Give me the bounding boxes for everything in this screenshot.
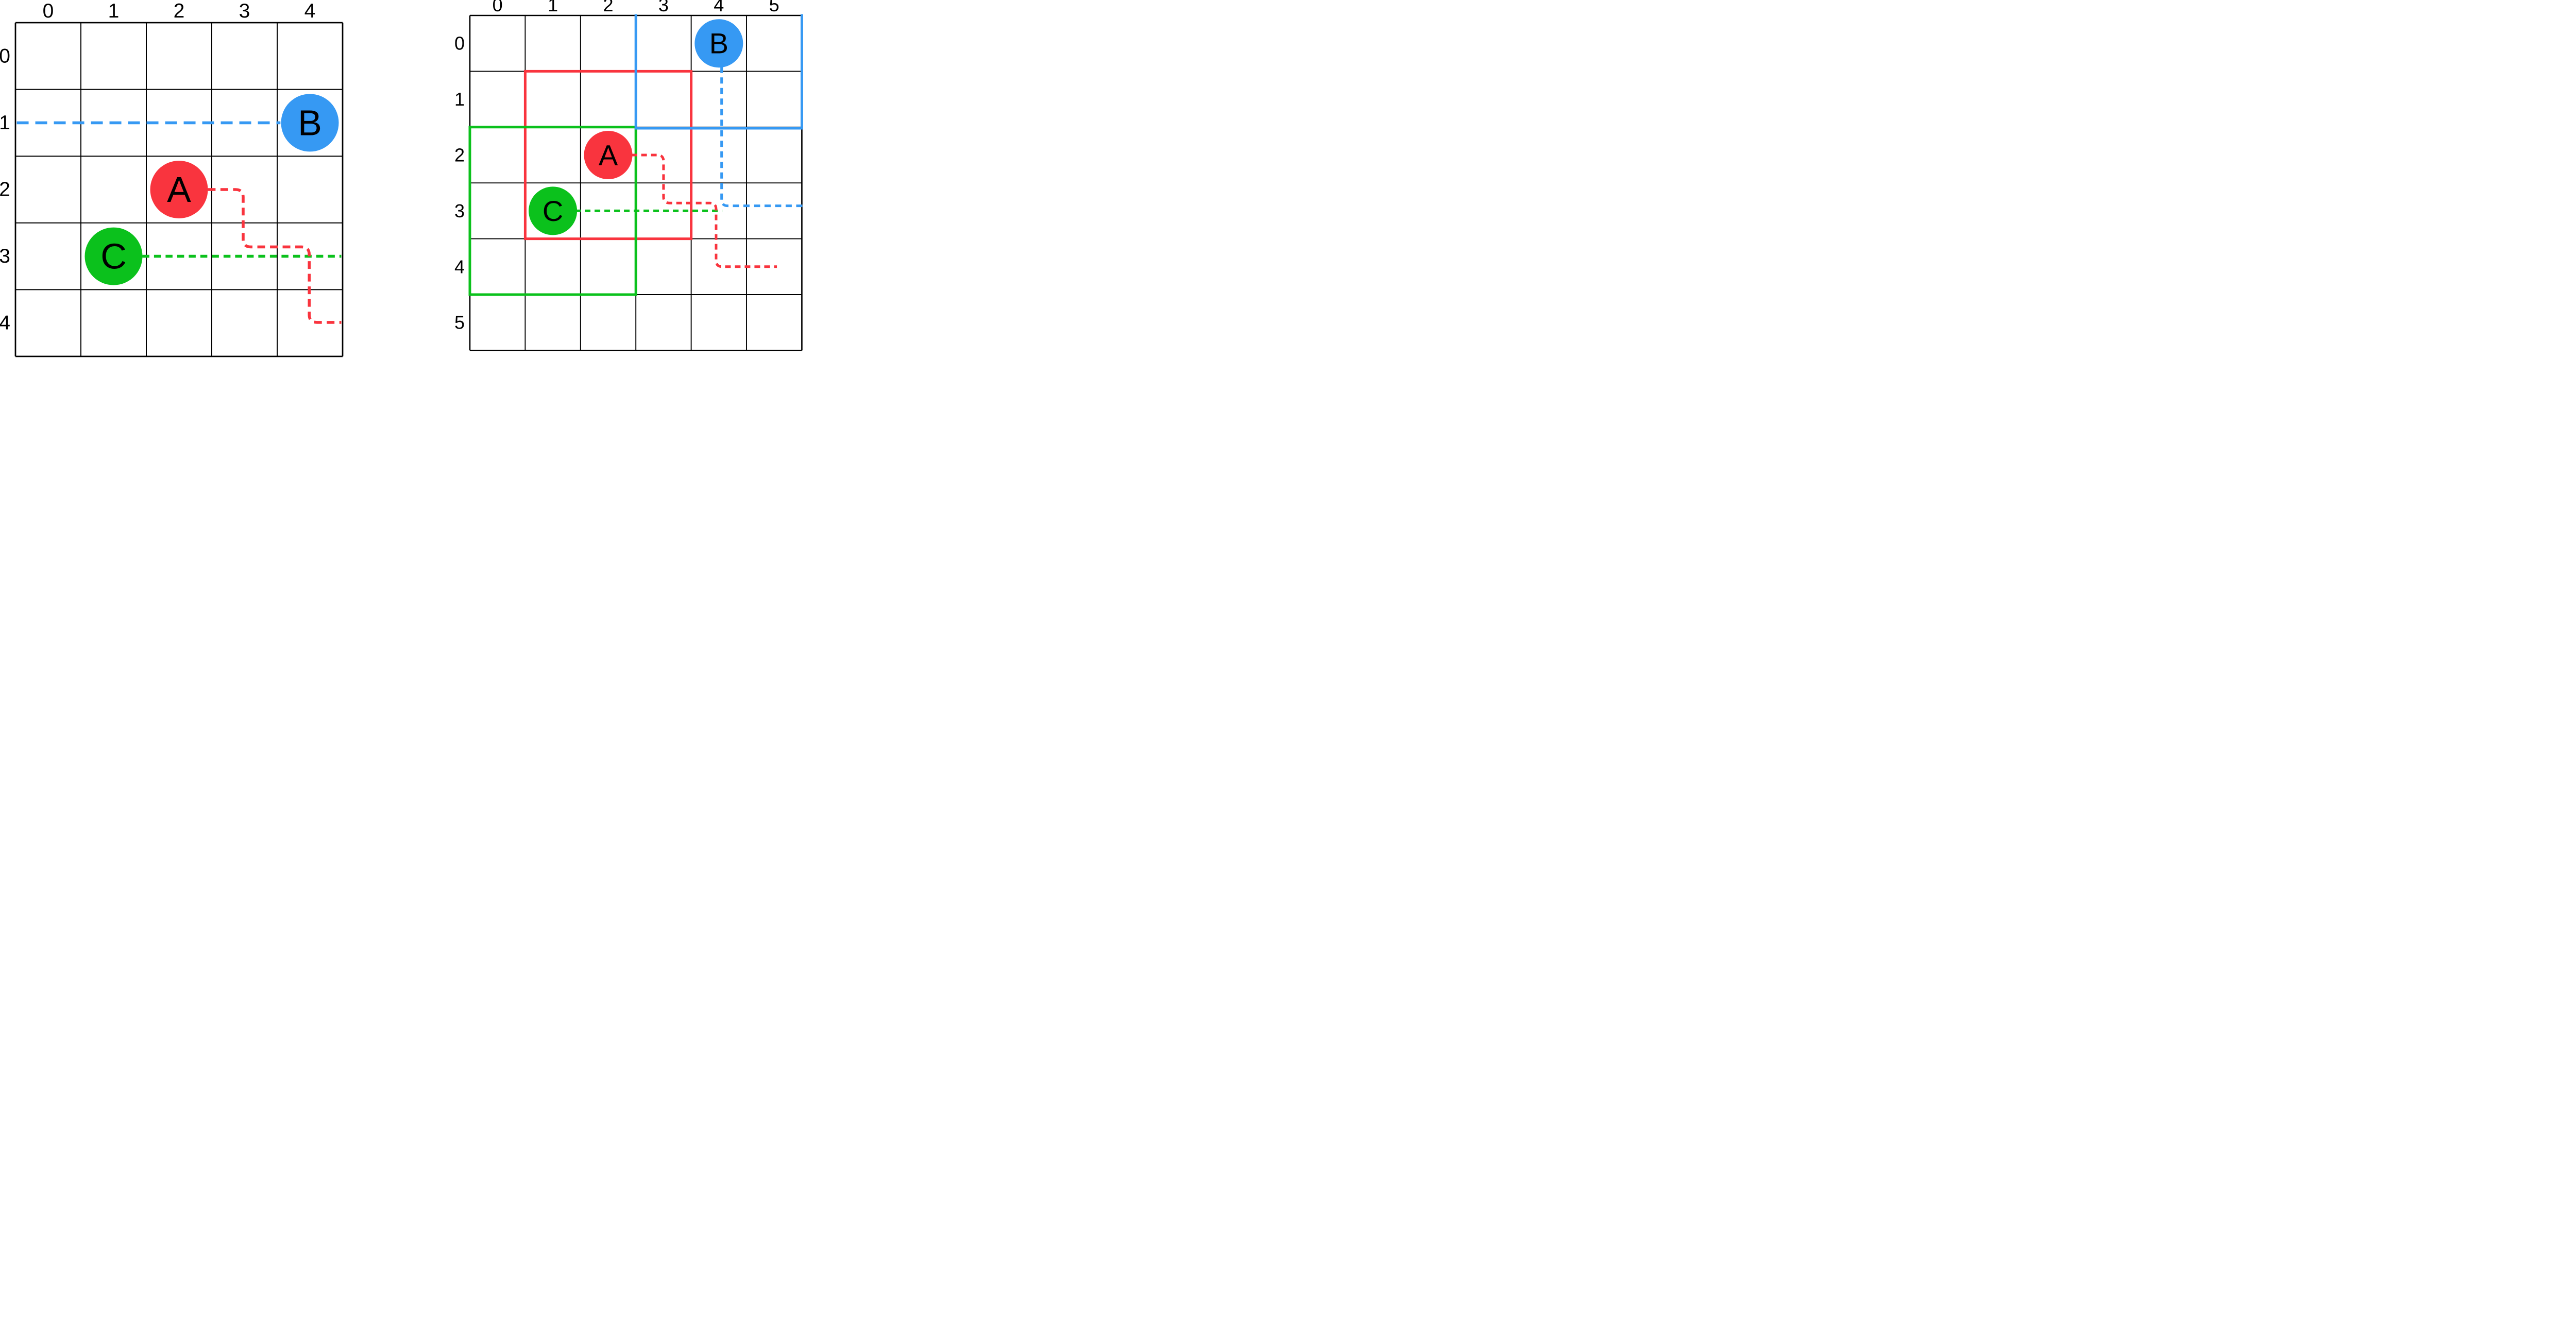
- row-label-4: 4: [454, 256, 465, 277]
- agent-label-a: A: [599, 139, 618, 172]
- column-label-4: 4: [304, 0, 316, 22]
- path-a: [631, 153, 777, 268]
- column-label-5: 5: [769, 0, 779, 15]
- agent-label-a: A: [167, 169, 191, 210]
- agent-label-c: C: [100, 236, 127, 277]
- column-label-2: 2: [174, 0, 185, 22]
- bounding-boxes: [468, 14, 803, 296]
- agent-paths: [575, 66, 806, 268]
- column-label-0: 0: [43, 0, 54, 22]
- column-label-1: 1: [108, 0, 120, 22]
- agent-circle-b: [694, 19, 743, 68]
- agents: A B C: [529, 19, 743, 235]
- row-labels: 0 1 2 3 4: [0, 45, 10, 334]
- column-labels: 0 1 2 3 4: [43, 0, 316, 22]
- column-labels: 0 1 2 3 4 5: [493, 0, 779, 15]
- bbox-b: [634, 14, 803, 130]
- row-label-0: 0: [0, 45, 10, 67]
- agent-a: A: [150, 161, 208, 218]
- agent-circle-c: [84, 227, 143, 285]
- agent-circle-b: [281, 94, 339, 152]
- row-label-2: 2: [0, 179, 10, 201]
- row-label-1: 1: [454, 89, 465, 110]
- agent-circle-a: [150, 161, 208, 218]
- agent-label-b: B: [298, 102, 322, 143]
- row-label-1: 1: [0, 112, 10, 134]
- path-b: [720, 66, 806, 208]
- row-label-3: 3: [454, 200, 465, 221]
- column-label-3: 3: [239, 0, 250, 22]
- agent-label-b: B: [709, 27, 728, 60]
- agent-c: C: [529, 186, 578, 235]
- agent-paths: [16, 121, 342, 324]
- agent-circle-c: [529, 186, 578, 235]
- row-label-0: 0: [454, 33, 465, 54]
- agent-circle-a: [584, 131, 633, 179]
- row-label-2: 2: [454, 145, 465, 166]
- agent-b: B: [694, 19, 743, 68]
- column-label-0: 0: [493, 0, 503, 15]
- column-label-4: 4: [714, 0, 724, 15]
- bbox-c: [468, 126, 637, 296]
- column-label-1: 1: [548, 0, 558, 15]
- path-a: [208, 188, 342, 324]
- agent-a: A: [584, 131, 633, 179]
- agent-b: B: [281, 94, 339, 152]
- agent-c: C: [84, 227, 143, 285]
- row-label-3: 3: [0, 245, 10, 267]
- row-labels: 0 1 2 3 4 5: [454, 33, 465, 333]
- agent-label-c: C: [543, 195, 563, 227]
- row-label-5: 5: [454, 312, 465, 333]
- column-label-3: 3: [658, 0, 669, 15]
- column-label-2: 2: [603, 0, 613, 15]
- grid-lines: [14, 22, 344, 357]
- agents: A B C: [84, 94, 339, 285]
- row-label-4: 4: [0, 312, 10, 334]
